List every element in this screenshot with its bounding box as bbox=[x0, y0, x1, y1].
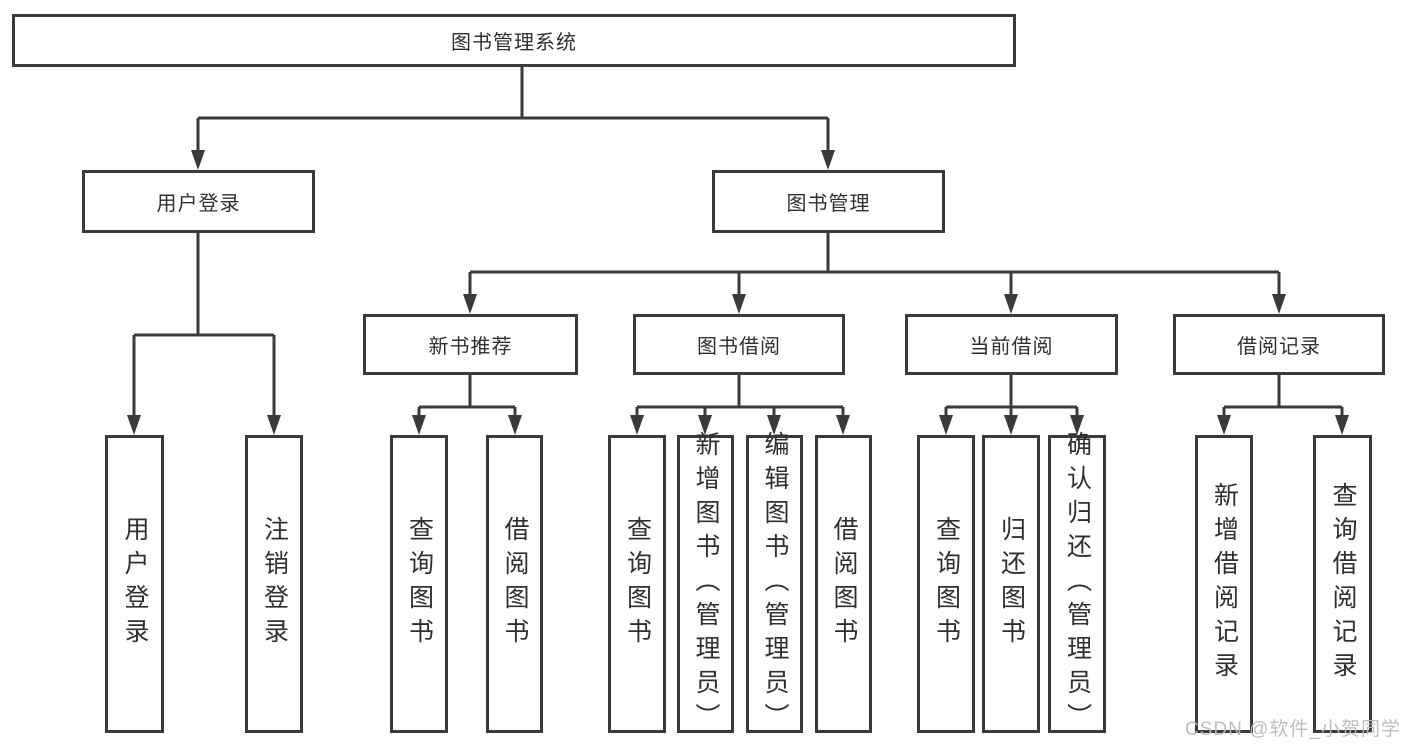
leaf-current-confirm-label: 确认归还（管理员） bbox=[1063, 431, 1092, 737]
node-book-mgmt-branch: 图书管理 bbox=[712, 170, 945, 233]
node-new-books: 新书推荐 bbox=[363, 314, 578, 375]
node-current-borrow: 当前借阅 bbox=[905, 314, 1118, 375]
node-user-login-branch: 用户登录 bbox=[82, 170, 315, 233]
leaf-logout-label: 注销登录 bbox=[260, 516, 289, 652]
leaf-borrowing-borrow-label: 借阅图书 bbox=[830, 516, 858, 652]
leaf-borrowing-add: 新增图书（管理员） bbox=[677, 431, 734, 737]
leaf-current-return: 归还图书 bbox=[982, 435, 1040, 733]
leaf-current-return-label: 归还图书 bbox=[997, 516, 1026, 652]
leaf-newbooks-borrow-label: 借阅图书 bbox=[501, 516, 529, 652]
leaf-user-login-label: 用户登录 bbox=[121, 516, 149, 652]
node-borrow-records-label: 借阅记录 bbox=[1237, 336, 1321, 358]
node-current-borrow-label: 当前借阅 bbox=[969, 336, 1054, 358]
node-borrowing: 图书借阅 bbox=[633, 314, 845, 375]
leaf-borrowing-edit-label: 编辑图书（管理员） bbox=[761, 431, 789, 737]
leaf-records-query-label: 查询借阅记录 bbox=[1329, 482, 1357, 686]
leaf-records-query: 查询借阅记录 bbox=[1313, 435, 1372, 733]
node-root-label: 图书管理系统 bbox=[451, 32, 577, 54]
leaf-newbooks-borrow: 借阅图书 bbox=[486, 435, 543, 733]
leaf-logout: 注销登录 bbox=[245, 435, 303, 733]
leaf-borrowing-edit: 编辑图书（管理员） bbox=[746, 431, 803, 737]
leaf-borrowing-query-label: 查询图书 bbox=[623, 516, 652, 652]
csdn-watermark: CSDN @软件_小贺同学 bbox=[1185, 719, 1401, 740]
leaf-borrowing-add-label: 新增图书（管理员） bbox=[692, 431, 720, 737]
leaf-current-confirm: 确认归还（管理员） bbox=[1048, 431, 1106, 737]
leaf-records-add: 新增借阅记录 bbox=[1195, 435, 1253, 733]
node-book-mgmt-branch-label: 图书管理 bbox=[786, 193, 871, 215]
leaf-current-query-label: 查询图书 bbox=[932, 516, 961, 652]
leaf-borrowing-query: 查询图书 bbox=[608, 435, 666, 733]
leaf-newbooks-query: 查询图书 bbox=[390, 435, 448, 733]
node-borrowing-label: 图书借阅 bbox=[697, 336, 781, 358]
node-user-login-branch-label: 用户登录 bbox=[156, 193, 241, 215]
node-borrow-records: 借阅记录 bbox=[1173, 314, 1385, 375]
node-root: 图书管理系统 bbox=[12, 14, 1016, 67]
leaf-current-query: 查询图书 bbox=[917, 435, 975, 733]
node-new-books-label: 新书推荐 bbox=[428, 336, 513, 358]
leaf-borrowing-borrow: 借阅图书 bbox=[815, 435, 872, 733]
leaf-newbooks-query-label: 查询图书 bbox=[405, 516, 434, 652]
leaf-records-add-label: 新增借阅记录 bbox=[1210, 482, 1239, 686]
leaf-user-login: 用户登录 bbox=[105, 435, 164, 733]
